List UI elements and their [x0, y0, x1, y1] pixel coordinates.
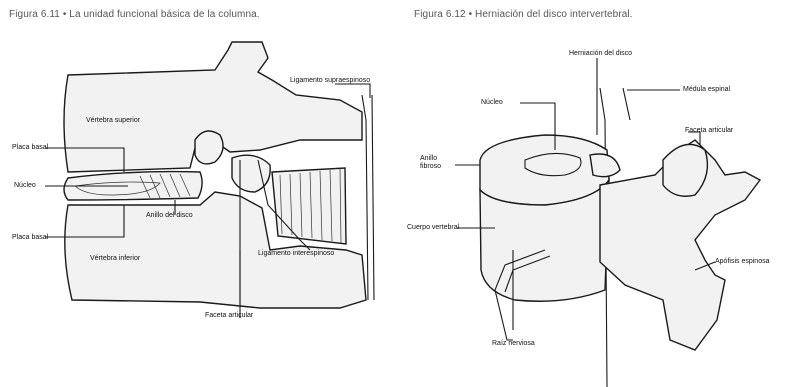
herniation — [590, 154, 620, 177]
supraspinous-ligament-edge — [372, 95, 374, 300]
label-vertebra-superior: Vértebra superior — [86, 117, 140, 125]
label-anillo-disco: Anillo del disco — [146, 212, 193, 220]
figure-6-11: Figura 6.11 • La unidad funcional básica… — [0, 0, 395, 387]
leader-supraespinoso — [335, 84, 370, 98]
interspinous-ligament — [272, 168, 346, 244]
label-vertebra-inferior: Vértebra inferior — [90, 255, 140, 263]
label-apofisis-espinosa: Apófisis espinosa — [715, 258, 769, 266]
label-placa-basal-inferior: Placa basal — [12, 234, 48, 242]
label-anillo-fibroso: Anillo fibroso — [420, 155, 450, 171]
spinal-cord-edge-right — [623, 88, 630, 120]
label-raiz-nerviosa: Raíz nerviosa — [492, 340, 535, 348]
label-cuerpo-vertebral: Cuerpo vertebral — [407, 224, 459, 232]
label-faceta-articular: Faceta articular — [205, 312, 253, 320]
label-medula-espinal: Médula espinal — [683, 86, 730, 94]
figure-6-12: Figura 6.12 • Herniación del disco inter… — [395, 0, 790, 387]
disc-herniation-diagram — [395, 0, 790, 387]
label-nucleo: Núcleo — [14, 182, 36, 190]
upper-facet — [195, 131, 223, 164]
label-nucleo: Núcleo — [481, 99, 503, 107]
label-ligamento-supraespinoso: Ligamento supraespinoso — [290, 77, 370, 85]
label-ligamento-interespinoso: Ligamento interespinoso — [258, 250, 334, 258]
articular-facet — [663, 144, 707, 196]
lower-facet — [232, 155, 270, 192]
label-placa-basal-superior: Placa basal — [12, 144, 48, 152]
label-faceta-articular: Faceta articular — [685, 127, 733, 135]
functional-unit-diagram — [0, 0, 395, 387]
label-herniacion-disco: Herniación del disco — [569, 50, 632, 58]
